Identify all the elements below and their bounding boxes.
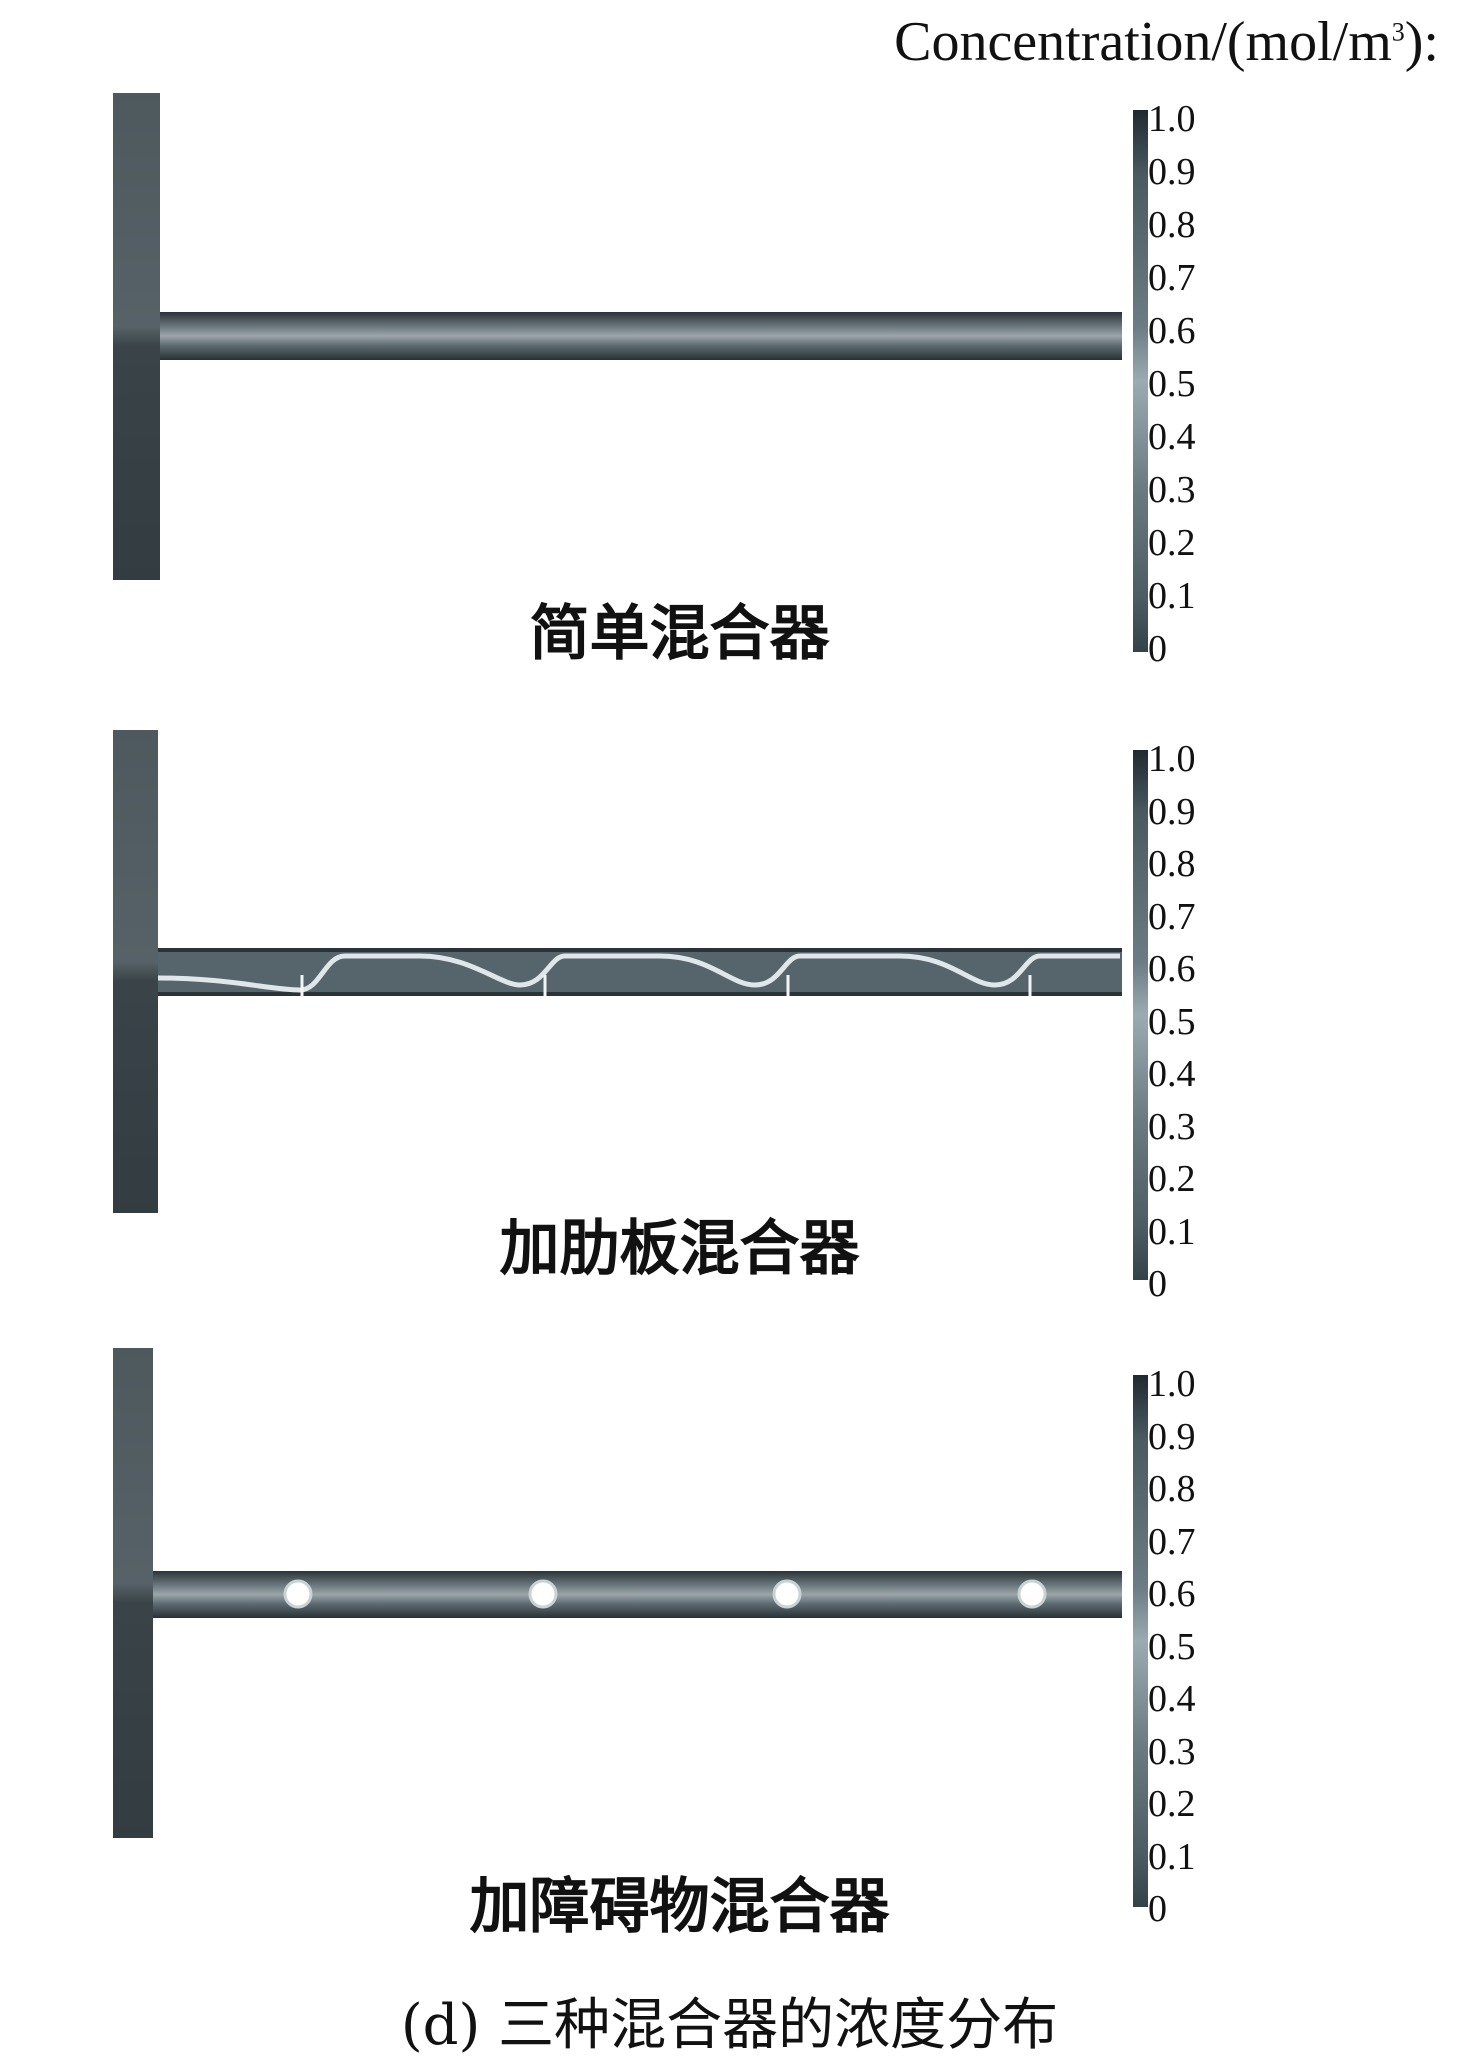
colorbar bbox=[1133, 750, 1148, 1280]
colorbar-tick-label: 0 bbox=[1148, 1888, 1167, 1930]
colorbar-tick-label: 0.7 bbox=[1148, 895, 1196, 938]
colorbar-tick-label: 0.8 bbox=[1148, 1468, 1196, 1510]
unit-suffix: ): bbox=[1404, 11, 1439, 73]
colorbar bbox=[1133, 110, 1148, 652]
colorbar-tick-label: 0.1 bbox=[1148, 1210, 1196, 1253]
colorbar-tick-label: 0.8 bbox=[1148, 843, 1196, 885]
panel-label-simple: 简单混合器 bbox=[529, 599, 830, 669]
unit-title: Concentration/(mol/m3): bbox=[894, 10, 1439, 74]
panel-label-obstacle: 加障碍物混合器 bbox=[469, 1872, 890, 1942]
unit-title-text: Concentration/(mol/m bbox=[894, 11, 1392, 73]
colorbar-tick-label: 1.0 bbox=[1148, 1363, 1196, 1405]
simple-mixer bbox=[113, 93, 1122, 580]
colorbar-tick-label: 0.8 bbox=[1148, 204, 1196, 246]
colorbar-tick-label: 0.5 bbox=[1148, 363, 1196, 405]
colorbar-tick-label: 0.5 bbox=[1148, 1000, 1196, 1043]
concentration-interface bbox=[157, 953, 1120, 993]
figure-caption: (d) 三种混合器的浓度分布 bbox=[400, 1993, 1059, 2058]
colorbar-tick-label: 0.2 bbox=[1148, 1783, 1196, 1825]
colorbar-tick-label: 0.6 bbox=[1148, 310, 1196, 352]
colorbar-tick-label: 0.2 bbox=[1148, 522, 1196, 564]
rib-mixer bbox=[113, 730, 1122, 1213]
colorbar-tick-label: 0.6 bbox=[1148, 948, 1196, 990]
colorbar-tick-label: 0.9 bbox=[1148, 790, 1196, 833]
colorbar-tick-label: 0.9 bbox=[1148, 151, 1196, 193]
colorbar-tick-label: 0.1 bbox=[1148, 575, 1196, 617]
colorbar-tick-label: 0.9 bbox=[1148, 1415, 1196, 1458]
colorbar-tick-label: 0.4 bbox=[1148, 1678, 1196, 1720]
mixing-pipe bbox=[160, 312, 1122, 360]
colorbar-tick-label: 1.0 bbox=[1148, 738, 1196, 780]
colorbar-tick-label: 0.2 bbox=[1148, 1158, 1196, 1200]
colorbar-tick-label: 0.4 bbox=[1148, 416, 1196, 458]
colorbar bbox=[1133, 1375, 1148, 1907]
colorbar-tick-label: 0.3 bbox=[1148, 1105, 1196, 1148]
colorbar-tick-label: 0.1 bbox=[1148, 1835, 1196, 1878]
obstacle-mixer bbox=[113, 1348, 1122, 1838]
colorbar-tick-label: 0 bbox=[1148, 1263, 1167, 1305]
colorbar-tick-label: 0 bbox=[1148, 628, 1167, 670]
mixing-pipe bbox=[153, 1571, 1122, 1618]
colorbar-tick-label: 0.3 bbox=[1148, 1730, 1196, 1773]
colorbar-tick-label: 1.0 bbox=[1148, 98, 1196, 140]
inlet-channel bbox=[113, 1348, 153, 1838]
unit-exponent: 3 bbox=[1391, 17, 1405, 47]
obstacles bbox=[283, 1579, 1047, 1609]
panel-label-rib: 加肋板混合器 bbox=[499, 1214, 860, 1284]
colorbar-tick-label: 0.6 bbox=[1148, 1573, 1196, 1615]
colorbar-tick-label: 0.4 bbox=[1148, 1053, 1196, 1095]
inlet-channel bbox=[113, 93, 160, 580]
ribs bbox=[300, 975, 1032, 996]
colorbar-tick-label: 0.7 bbox=[1148, 1520, 1196, 1563]
inlet-channel bbox=[113, 730, 158, 1213]
colorbar-tick-label: 0.7 bbox=[1148, 257, 1196, 299]
colorbar-tick-label: 0.3 bbox=[1148, 469, 1196, 511]
colorbar-tick-label: 0.5 bbox=[1148, 1625, 1196, 1668]
